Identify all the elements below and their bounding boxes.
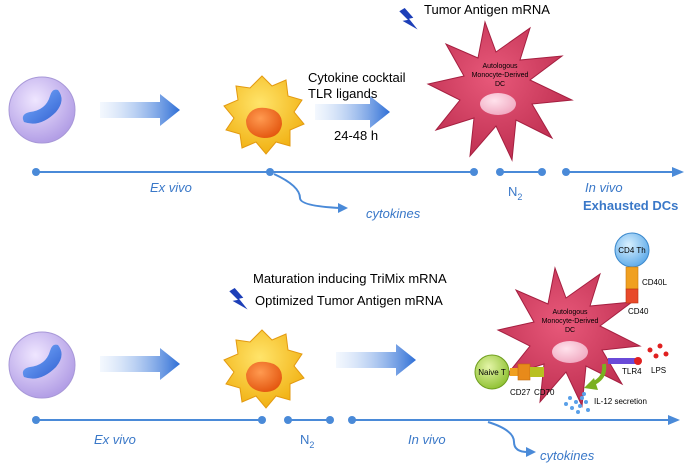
ex-vivo-label-bottom: Ex vivo [94,432,136,447]
lightning-bolt-icon-bottom [229,288,248,310]
arrow-bottom-2 [336,344,416,376]
monocyte-bottom [8,331,76,399]
timeline-bottom [32,415,680,457]
tlr4-receptor [608,357,642,365]
duration-label: 24-48 h [334,128,378,143]
cocktail-label-2: TLR ligands [308,86,378,101]
timeline-top [32,167,684,213]
in-vivo-label-bottom: In vivo [408,432,446,447]
dc-label-top-2: Monocyte-Derived [472,72,529,79]
cytokines-label-bottom: cytokines [540,448,595,463]
ex-vivo-label-top: Ex vivo [150,180,192,195]
dc-label-bottom-3: DC [565,327,575,334]
cd4-th-cell: CD4 Th [614,232,650,304]
naive-t-cell: Naive T [474,354,544,390]
cd40l-label: CD40L [642,278,667,287]
arrow-bottom-1 [100,348,180,380]
n2-label-bottom: N2 [300,432,314,450]
cocktail-label-1: Cytokine cocktail [308,70,406,85]
dc-label-top-1: Autologous [482,63,518,70]
immature-dc-top [223,75,305,155]
lps-label: LPS [651,366,666,375]
mature-dc-bottom: Autologous Monocyte-Derived DC [496,266,642,408]
il12-dots [564,392,590,414]
lps-dots [647,343,669,359]
trimix-label: Maturation inducing TriMix mRNA [253,271,447,286]
n2-label-top: N2 [508,184,522,202]
cd4-th-label: CD4 Th [618,246,645,255]
cytokines-label-top: cytokines [366,206,421,221]
in-vivo-label-top: In vivo [585,180,623,195]
dc-label-top-3: DC [495,81,505,88]
mature-dc-top: Autologous Monocyte-Derived DC [426,20,574,162]
tlr4-label: TLR4 [622,367,642,376]
cd70-label: CD70 [534,388,555,397]
tumor-antigen-label: Tumor Antigen mRNA [424,2,550,17]
cd40-label: CD40 [628,307,649,316]
monocyte-top [8,76,76,144]
cd27-label: CD27 [510,388,531,397]
il12-label: IL-12 secretion [594,397,647,406]
naive-t-label: Naive T [478,368,506,377]
dc-label-bottom-1: Autologous [552,309,588,316]
immature-dc-bottom [223,329,305,409]
exhausted-dcs-label: Exhausted DCs [583,198,678,213]
dc-label-bottom-2: Monocyte-Derived [542,318,599,325]
optimized-antigen-label: Optimized Tumor Antigen mRNA [255,293,443,308]
arrow-top-2 [315,96,390,128]
lightning-bolt-icon [399,8,418,30]
arrow-top-1 [100,94,180,126]
